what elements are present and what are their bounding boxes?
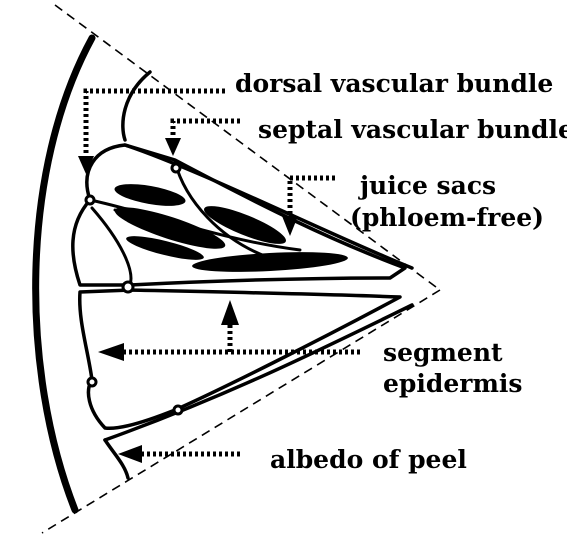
leader-segment-epidermis	[98, 300, 360, 361]
label-phloem-free: (phloem-free)	[350, 203, 544, 232]
leader-albedo	[118, 445, 240, 463]
leader-dorsal	[78, 91, 225, 174]
label-segment: segment	[383, 338, 503, 367]
label-dorsal-vascular-bundle: dorsal vascular bundle	[235, 69, 553, 98]
label-septal-vascular-bundle: septal vascular bundle	[258, 115, 567, 144]
leader-septal	[165, 121, 240, 156]
label-juice-sacs: juice sacs	[358, 171, 496, 200]
label-albedo-of-peel: albedo of peel	[270, 445, 467, 474]
label-epidermis: epidermis	[383, 369, 522, 398]
